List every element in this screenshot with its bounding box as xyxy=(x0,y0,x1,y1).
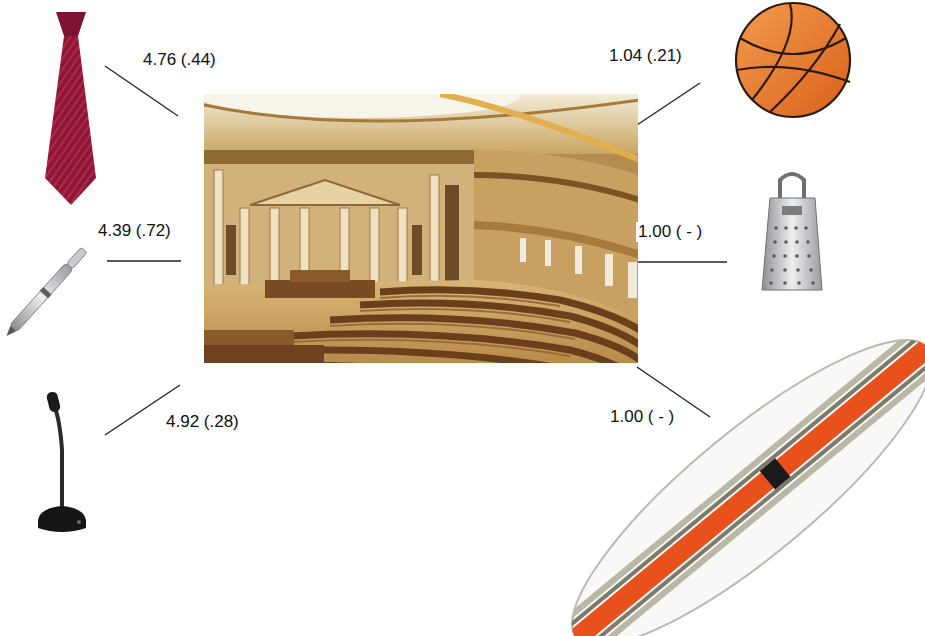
parliament-photo xyxy=(204,94,638,363)
pen-picture xyxy=(2,246,88,340)
rating-label: 1.04 (.21) xyxy=(607,46,684,66)
rating-label: 1.00 ( - ) xyxy=(636,222,704,242)
rating-label: 1.00 ( - ) xyxy=(608,407,676,427)
connector-lines xyxy=(105,66,727,435)
rating-label: 4.92 (.28) xyxy=(164,412,241,432)
rating-label: 4.76 (.44) xyxy=(141,50,218,70)
grater-picture xyxy=(762,174,822,290)
surfboard-picture xyxy=(528,292,925,636)
tie-picture xyxy=(45,12,96,205)
microphone-picture xyxy=(38,391,86,532)
basketball-picture xyxy=(736,3,850,117)
rating-label: 4.39 (.72) xyxy=(96,221,173,241)
